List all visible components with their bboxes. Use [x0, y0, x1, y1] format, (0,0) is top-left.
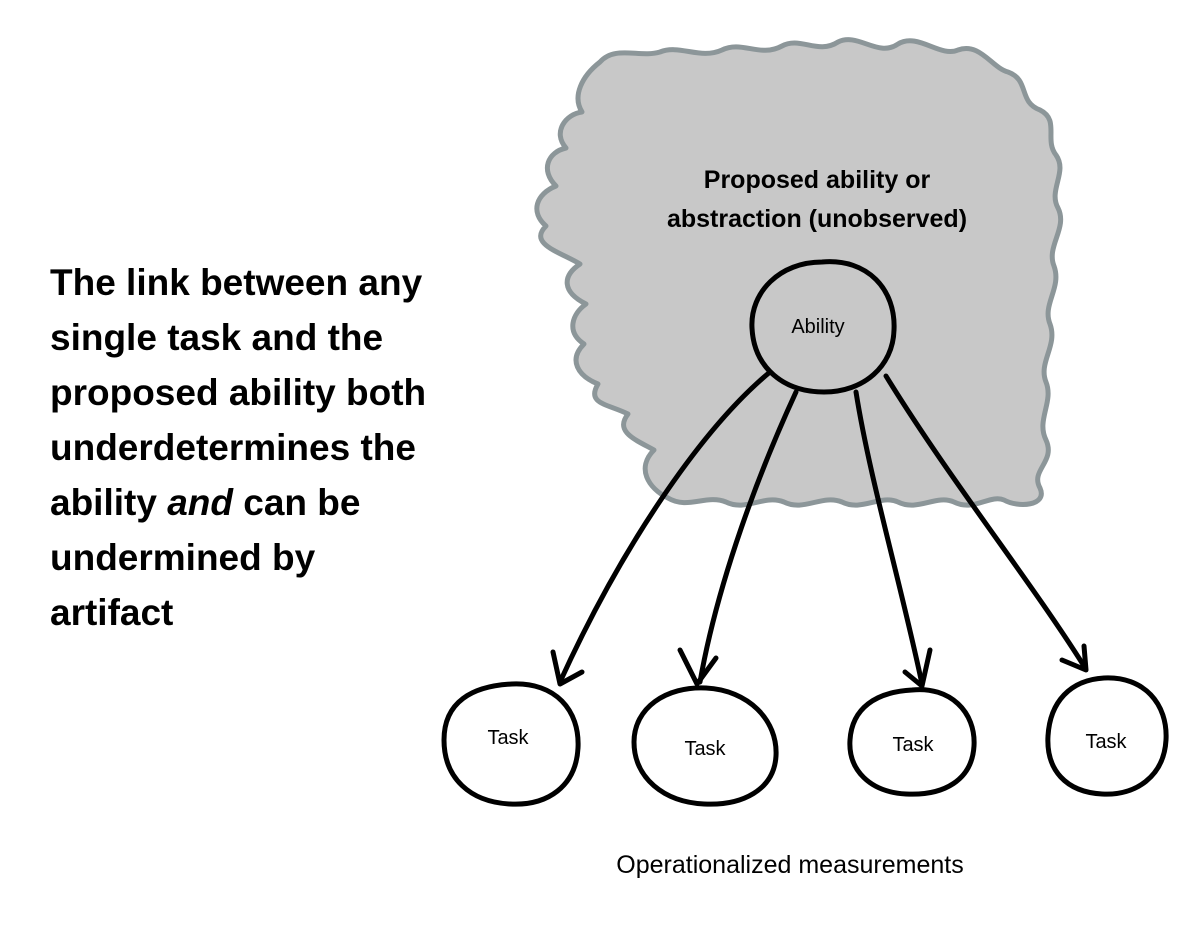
- measurements-caption: Operationalized measurements: [616, 851, 963, 879]
- statement-emphasis: and: [167, 482, 233, 523]
- task-label-3: Task: [892, 734, 934, 756]
- statement-line-4: underdetermines the: [50, 427, 416, 468]
- statement-line-1: The link between any: [50, 262, 423, 303]
- task-node-2: Task: [631, 685, 779, 807]
- task-label-1: Task: [487, 727, 529, 749]
- cloud-title-line-1: Proposed ability or: [704, 166, 931, 194]
- task-label-4: Task: [1085, 731, 1127, 753]
- task-node-4: Task: [1045, 675, 1169, 797]
- arrow-to-task-2: [677, 389, 799, 687]
- task-label-2: Task: [684, 738, 726, 760]
- arrow-to-task-4: [883, 373, 1089, 673]
- task-node-1: Task: [441, 681, 581, 807]
- statement-line-7: artifact: [50, 592, 174, 633]
- statement-line-5-end: can be: [232, 482, 361, 523]
- statement-text: The link between any single task and the…: [50, 255, 480, 640]
- statement-line-6: undermined by: [50, 537, 316, 578]
- statement-line-3: proposed ability both: [50, 372, 427, 413]
- ability-node: Ability: [749, 259, 897, 395]
- task-node-3: Task: [847, 687, 977, 797]
- ability-label: Ability: [791, 316, 844, 338]
- arrow-to-task-1: [550, 369, 773, 687]
- statement-line-5: ability and can be: [50, 475, 480, 530]
- ability-cloud: [534, 37, 1064, 508]
- statement-line-2: single task and the: [50, 317, 384, 358]
- statement-line-5-start: ability: [50, 482, 168, 523]
- arrow-to-task-3: [853, 389, 933, 689]
- cloud-title-line-2: abstraction (unobserved): [667, 205, 967, 233]
